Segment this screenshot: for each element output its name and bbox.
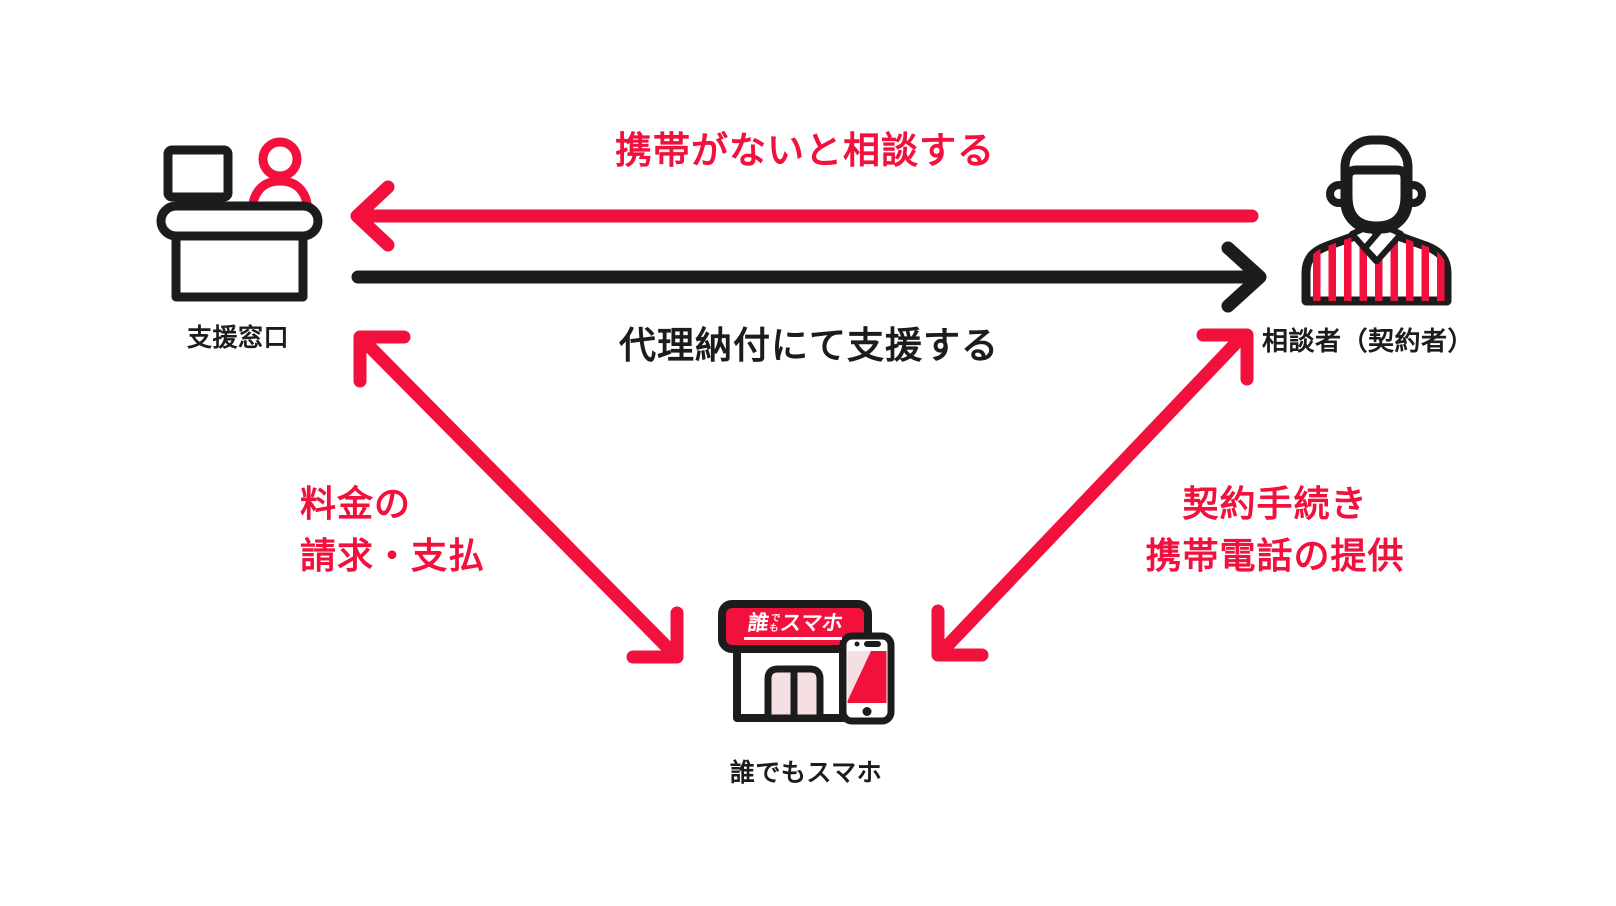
contract-arrow	[931, 328, 1254, 662]
consultant-shirt-stripes	[1313, 236, 1445, 301]
consultant-label: 相談者（契約者）	[1261, 326, 1474, 356]
phone-home-button	[862, 707, 872, 716]
billing-arrow	[353, 330, 684, 664]
monitor-icon	[163, 145, 233, 202]
support-desk-label: 支援窓口	[186, 324, 289, 352]
billing-arrow-label: 料金の 請求・支払	[300, 483, 486, 576]
consultant-icon	[1301, 135, 1452, 306]
support-arrow	[351, 241, 1267, 313]
store-sign-icon	[718, 600, 872, 653]
support-desk-icon	[156, 137, 323, 302]
phone-camera-dot	[854, 641, 860, 647]
smartphone-icon	[839, 632, 895, 725]
sign-char-dare: 誰	[746, 611, 771, 635]
phone-speaker	[864, 641, 881, 647]
contract-arrow-label: 契約手続き 携帯電話の提供	[1145, 483, 1405, 576]
phone-screen-glare	[847, 651, 871, 701]
sign-char-sumaho: スマホ	[778, 611, 845, 635]
shop-icon	[718, 600, 895, 725]
consult-arrow-label: 携帯がないと相談する	[615, 130, 995, 171]
consultant-face-icon	[1343, 165, 1410, 231]
store-sign-text: 誰 で も スマホ	[723, 607, 867, 645]
shop-label: 誰でもスマホ	[729, 759, 883, 787]
staff-head-icon	[258, 137, 302, 181]
consult-arrow	[350, 180, 1259, 252]
support-arrow-label: 代理納付にて支援する	[619, 325, 999, 366]
desk-counter-icon	[156, 201, 323, 241]
